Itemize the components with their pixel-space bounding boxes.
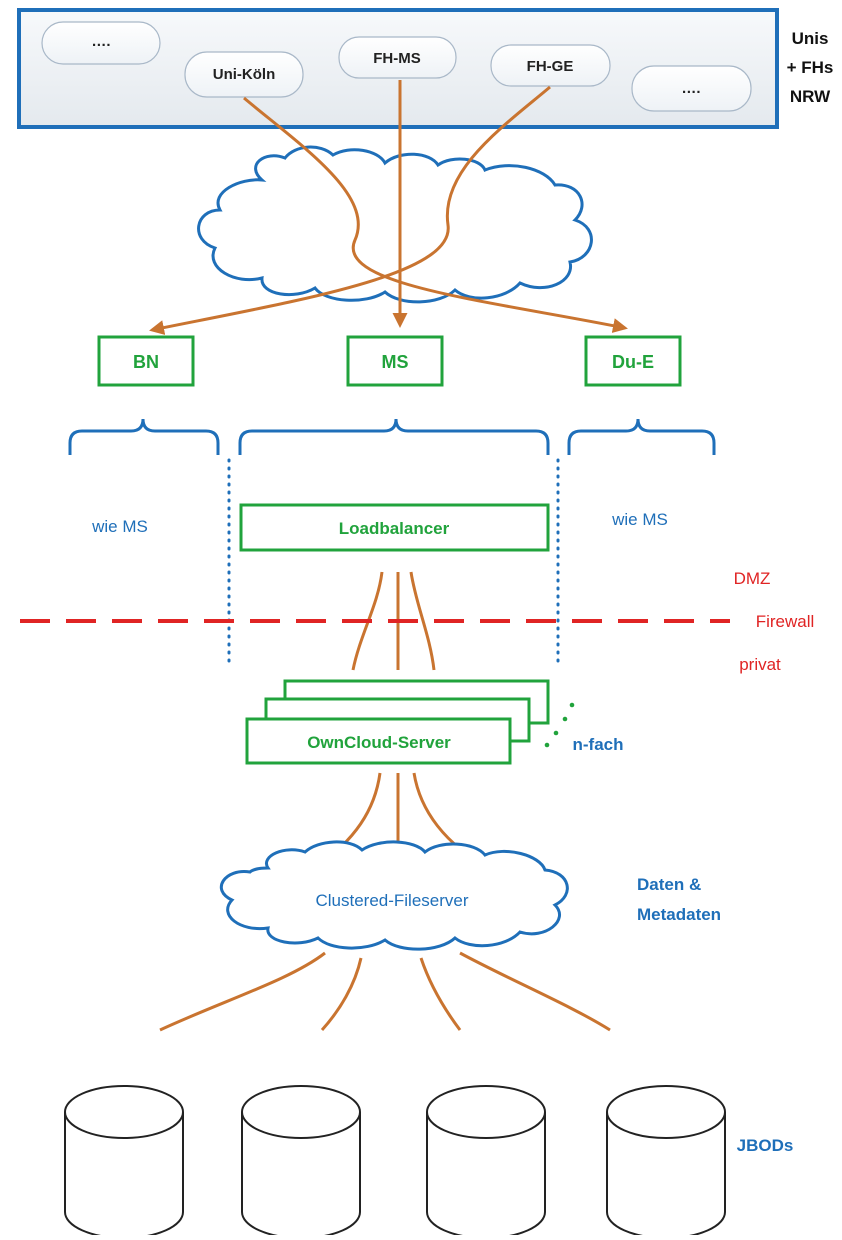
institution-node-4: FH-GE [490,44,611,87]
site-due-label: Du-E [612,352,654,372]
bn-note: wie MS [91,517,148,536]
site-separators [227,458,560,670]
region-label-line-1: Unis [792,29,829,48]
jbod-disk-4 [606,1085,726,1239]
site-bn: BN [97,335,195,387]
jbod-link-2 [320,957,363,1032]
institution-label-2: Uni-Köln [213,66,275,83]
site-ms-label: MS [382,352,409,372]
jbod-link-3 [419,957,462,1031]
site-bn-label: BN [133,352,159,372]
owncloud-server-label: OwnCloud-Server [307,733,451,752]
site-ms: MS [346,335,444,387]
brace-due [567,418,716,455]
brace-ms [238,418,550,455]
link-fhge-to-bn [149,85,551,335]
zone-privat-label: privat [739,655,781,674]
fileserver-note-line-2: Metadaten [637,905,721,924]
jbod-label: JBODs [737,1136,794,1155]
fileserver-label: Clustered-Fileserver [315,891,468,910]
region-label-line-3: NRW [790,87,831,106]
institution-node-2: Uni-Köln [184,51,304,98]
owncloud-server-stack: OwnCloud-Server n-fach [245,679,624,765]
jbod-disk-3 [426,1085,546,1239]
jbod-link-1 [159,951,326,1032]
institution-label-3: FH-MS [373,50,421,67]
institution-node-3: FH-MS [338,36,457,79]
institution-node-1: …. [41,21,161,65]
lb-link-3 [409,571,436,671]
institution-label-4: FH-GE [527,58,574,75]
zone-dmz-label: DMZ [734,569,771,588]
server-layer-front [245,717,512,765]
institutions-panel: …. Uni-Köln FH-MS FH-GE …. Unis + FHs NR… [17,8,834,129]
region-label-line-2: + FHs [787,58,834,77]
site-due: Du-E [584,335,682,387]
site-braces [68,418,716,455]
loadbalancer: Loadbalancer [239,503,550,552]
routing-links [149,80,628,335]
jbod-link-4 [459,951,611,1032]
institution-label-5: …. [681,80,700,97]
zone-firewall-label: Firewall [756,612,815,631]
jbod-disk-2 [241,1085,361,1239]
jbod-disk-1 [64,1085,184,1239]
link-unikoeln-to-du-e [243,96,628,334]
server-multiplicity-dots [544,702,575,748]
institution-node-5: …. [631,65,752,112]
fileserver-cloud [219,840,569,951]
fileserver-jbod-links [159,951,611,1032]
institution-label-1: …. [91,33,110,50]
loadbalancer-label: Loadbalancer [339,519,450,538]
server-multiplicity-label: n-fach [573,735,624,754]
internet-cloud [197,145,593,304]
brace-bn [68,418,220,455]
fileserver-note-line-1: Daten & [637,875,701,894]
due-note: wie MS [611,510,668,529]
